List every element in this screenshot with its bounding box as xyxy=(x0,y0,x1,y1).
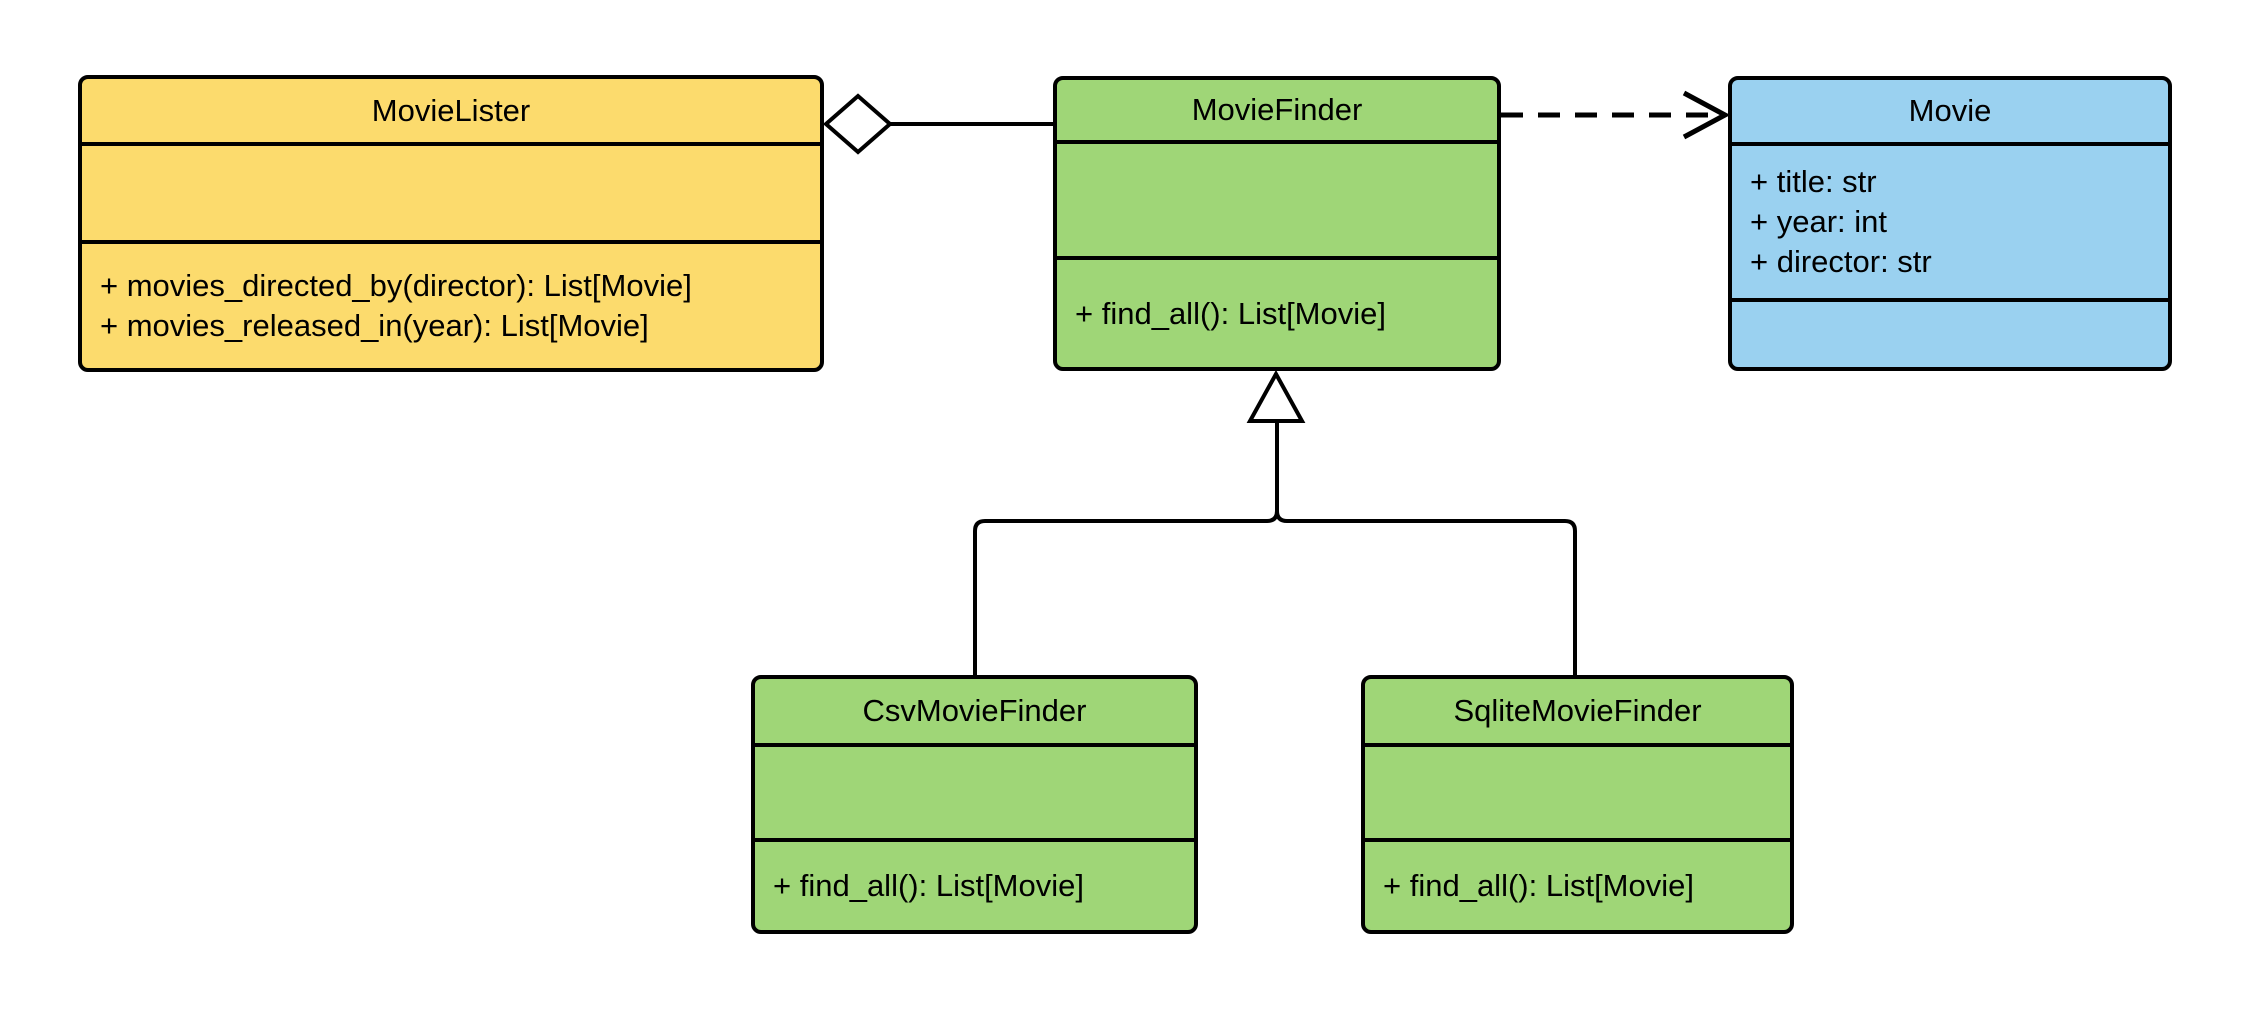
method-find-all: + find_all(): List[Movie] xyxy=(1383,868,1694,903)
dependency-connector-moviefinder-movie[interactable] xyxy=(1501,90,1731,140)
class-sqlitemoviefinder-methods-compartment: + find_all(): List[Movie] xyxy=(1365,842,1790,930)
class-movie[interactable]: Movie + title: str + year: int + directo… xyxy=(1728,76,2172,371)
class-movie-attributes-compartment: + title: str + year: int + director: str xyxy=(1732,146,2168,302)
class-movie-methods-compartment xyxy=(1732,302,2168,367)
inheritance-connector-csvmoviefinder-moviefinder[interactable] xyxy=(973,419,1279,677)
method-find-all: + find_all(): List[Movie] xyxy=(1075,295,1386,331)
class-movielister[interactable]: MovieLister + movies_directed_by(directo… xyxy=(78,75,824,372)
class-moviefinder[interactable]: MovieFinder + find_all(): List[Movie] xyxy=(1053,76,1501,371)
class-csvmoviefinder-name: CsvMovieFinder xyxy=(755,679,1194,747)
class-moviefinder-methods-compartment: + find_all(): List[Movie] xyxy=(1057,260,1497,367)
class-movie-name: Movie xyxy=(1732,80,2168,146)
inheritance-line-csv xyxy=(973,419,1279,677)
class-movielister-methods-compartment: + movies_directed_by(director): List[Mov… xyxy=(82,244,820,368)
attribute-director: + director: str xyxy=(1750,244,1932,279)
inheritance-hollow-triangle-icon xyxy=(1246,369,1306,423)
class-sqlitemoviefinder-attributes-compartment xyxy=(1365,747,1790,842)
class-moviefinder-attributes-compartment xyxy=(1057,144,1497,260)
inheritance-connector-sqlitemoviefinder-moviefinder[interactable] xyxy=(1275,419,1577,677)
aggregation-diamond-icon xyxy=(822,93,894,155)
class-sqlitemoviefinder-name: SqliteMovieFinder xyxy=(1365,679,1790,747)
method-find-all: + find_all(): List[Movie] xyxy=(773,868,1084,903)
method-movies-directed-by: + movies_directed_by(director): List[Mov… xyxy=(100,268,692,303)
inheritance-line-sqlite xyxy=(1275,419,1577,677)
aggregation-connector-movielister-moviefinder[interactable] xyxy=(822,93,1053,155)
dependency-open-arrowhead-icon xyxy=(1682,90,1731,140)
class-moviefinder-name: MovieFinder xyxy=(1057,80,1497,144)
attribute-title: + title: str xyxy=(1750,164,1877,199)
class-csvmoviefinder-attributes-compartment xyxy=(755,747,1194,842)
class-movielister-name: MovieLister xyxy=(82,79,820,146)
class-sqlitemoviefinder[interactable]: SqliteMovieFinder + find_all(): List[Mov… xyxy=(1361,675,1794,934)
class-csvmoviefinder[interactable]: CsvMovieFinder + find_all(): List[Movie] xyxy=(751,675,1198,934)
class-movielister-attributes-compartment xyxy=(82,146,820,244)
method-movies-released-in: + movies_released_in(year): List[Movie] xyxy=(100,308,649,343)
attribute-year: + year: int xyxy=(1750,204,1887,239)
class-csvmoviefinder-methods-compartment: + find_all(): List[Movie] xyxy=(755,842,1194,930)
